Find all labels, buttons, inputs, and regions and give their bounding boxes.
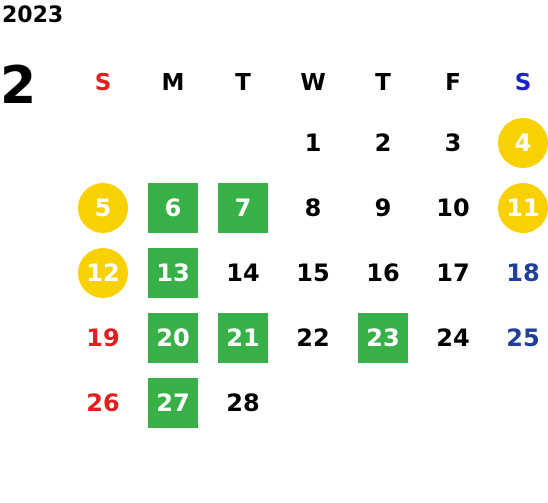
weekday-header-thu: T xyxy=(375,70,391,96)
month-label: 2 xyxy=(0,56,37,116)
day-cell: 9 xyxy=(348,175,418,240)
day-number[interactable]: 20 xyxy=(148,312,198,363)
day-number[interactable]: 23 xyxy=(358,312,408,363)
empty-cell xyxy=(208,110,278,175)
weekday-header-mon: M xyxy=(161,70,185,96)
weekday-header-fri: F xyxy=(445,70,461,96)
empty-cell xyxy=(138,110,208,175)
day-cell: 20 xyxy=(138,305,208,370)
day-cell: 28 xyxy=(208,370,278,435)
day-number[interactable]: 5 xyxy=(78,182,128,233)
year-label: 2023 xyxy=(2,3,64,28)
day-number[interactable]: 6 xyxy=(148,182,198,233)
day-cell: 7 xyxy=(208,175,278,240)
empty-cell xyxy=(348,370,418,435)
day-cell: 10 xyxy=(418,175,488,240)
day-number[interactable]: 2 xyxy=(374,128,392,157)
day-cell: 16 xyxy=(348,240,418,305)
empty-cell xyxy=(278,370,348,435)
day-cell: 21 xyxy=(208,305,278,370)
day-cell: 1 xyxy=(278,110,348,175)
day-cell: 14 xyxy=(208,240,278,305)
day-number[interactable]: 19 xyxy=(86,323,120,352)
day-number[interactable]: 21 xyxy=(218,312,268,363)
day-number[interactable]: 10 xyxy=(436,193,470,222)
day-number[interactable]: 3 xyxy=(444,128,462,157)
weekday-header-wed: W xyxy=(300,70,326,96)
day-cell: 25 xyxy=(488,305,548,370)
day-cell: 17 xyxy=(418,240,488,305)
day-cell: 24 xyxy=(418,305,488,370)
day-cell: 3 xyxy=(418,110,488,175)
day-number[interactable]: 8 xyxy=(304,193,322,222)
day-number[interactable]: 14 xyxy=(226,258,260,287)
day-number[interactable]: 18 xyxy=(506,258,540,287)
weekday-header-tue: T xyxy=(235,70,251,96)
day-cell: 11 xyxy=(488,175,548,240)
day-cell: 13 xyxy=(138,240,208,305)
day-cell: 15 xyxy=(278,240,348,305)
day-number[interactable]: 27 xyxy=(148,377,198,428)
day-cell: 6 xyxy=(138,175,208,240)
day-number[interactable]: 16 xyxy=(366,258,400,287)
day-number[interactable]: 15 xyxy=(296,258,330,287)
empty-cell xyxy=(68,110,138,175)
day-cell: 23 xyxy=(348,305,418,370)
day-cell: 4 xyxy=(488,110,548,175)
day-cell: 19 xyxy=(68,305,138,370)
day-cell: 27 xyxy=(138,370,208,435)
day-cell: 18 xyxy=(488,240,548,305)
day-cell: 5 xyxy=(68,175,138,240)
day-number[interactable]: 26 xyxy=(86,388,120,417)
day-number[interactable]: 4 xyxy=(498,117,548,168)
day-number[interactable]: 17 xyxy=(436,258,470,287)
day-number[interactable]: 24 xyxy=(436,323,470,352)
day-number[interactable]: 11 xyxy=(498,182,548,233)
day-number[interactable]: 7 xyxy=(218,182,268,233)
day-number[interactable]: 9 xyxy=(374,193,392,222)
empty-cell xyxy=(418,370,488,435)
day-number[interactable]: 1 xyxy=(304,128,322,157)
day-number[interactable]: 13 xyxy=(148,247,198,298)
day-cell: 2 xyxy=(348,110,418,175)
day-cell: 26 xyxy=(68,370,138,435)
empty-cell xyxy=(488,370,548,435)
day-cell: 22 xyxy=(278,305,348,370)
day-number[interactable]: 28 xyxy=(226,388,260,417)
weekday-header-sun: S xyxy=(94,70,112,96)
weekday-header-sat: S xyxy=(514,70,532,96)
day-cell: 8 xyxy=(278,175,348,240)
day-number[interactable]: 22 xyxy=(296,323,330,352)
day-number[interactable]: 12 xyxy=(78,247,128,298)
day-cell: 12 xyxy=(68,240,138,305)
day-number[interactable]: 25 xyxy=(506,323,540,352)
